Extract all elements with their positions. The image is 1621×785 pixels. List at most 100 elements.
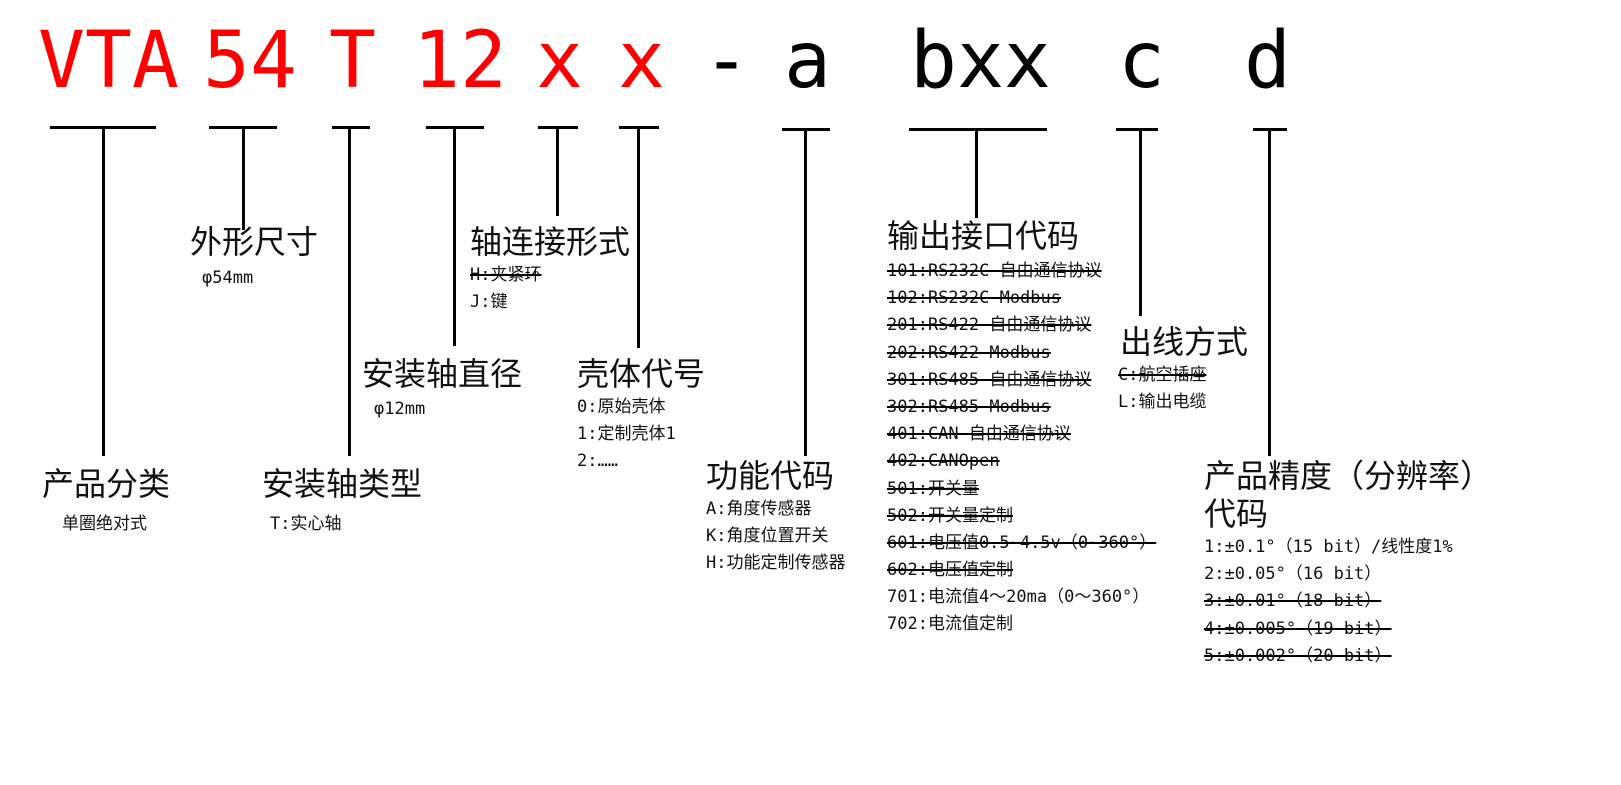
option-item: 602:电压值定制 xyxy=(887,557,1156,584)
wiring-title: 出线方式 xyxy=(1120,323,1249,361)
option-item: K:角度位置开关 xyxy=(706,523,845,550)
option-item: 402:CANOpen xyxy=(887,448,1156,475)
option-text: 601:电压值0.5~4.5v（0~360°） xyxy=(887,532,1157,553)
leader-shaft-diameter xyxy=(453,126,456,346)
classification-detail: 单圈绝对式 xyxy=(62,514,147,534)
option-text: 502:开关量定制 xyxy=(887,505,1013,526)
function-title: 功能代码 xyxy=(706,457,835,495)
classification-title: 产品分类 xyxy=(42,465,171,503)
option-item: 101:RS232C 自由通信协议 xyxy=(887,258,1156,285)
leader-housing xyxy=(637,126,640,348)
option-item: 102:RS232C Modbus xyxy=(887,285,1156,312)
leader-wiring xyxy=(1139,128,1142,316)
option-item: 201:RS422 自由通信协议 xyxy=(887,312,1156,339)
option-item: 401:CAN 自由通信协议 xyxy=(887,421,1156,448)
option-item: 3:±0.01°（18 bit） xyxy=(1204,588,1453,615)
option-text: J:键 xyxy=(470,292,508,313)
code-shaft-12: 12 xyxy=(413,16,507,106)
bracket-shaft-type xyxy=(332,126,370,129)
option-item: 4:±0.005°（19 bit） xyxy=(1204,616,1453,643)
option-item: 2:±0.05°（16 bit） xyxy=(1204,561,1453,588)
option-text: 302:RS485 Modbus xyxy=(887,396,1051,417)
housing-title: 壳体代号 xyxy=(577,355,706,393)
leader-classification xyxy=(102,126,105,456)
bracket-wiring xyxy=(1116,128,1158,131)
option-text: K:角度位置开关 xyxy=(706,526,829,547)
option-item: 501:开关量 xyxy=(887,476,1156,503)
code-housing-x: x xyxy=(618,16,665,106)
code-dash: - xyxy=(703,16,750,106)
option-item: 702:电流值定制 xyxy=(887,611,1156,638)
output-interface-options: 101:RS232C 自由通信协议 102:RS232C Modbus 201:RS… xyxy=(887,258,1156,639)
option-text: H:夹紧环 xyxy=(470,265,542,285)
option-text: 202:RS422 Modbus xyxy=(887,342,1051,363)
shape-size-title: 外形尺寸 xyxy=(190,223,319,261)
code-size-54: 54 xyxy=(203,16,297,106)
option-item: 302:RS485 Modbus xyxy=(887,394,1156,421)
option-item: J:键 xyxy=(470,289,541,316)
precision-title: 产品精度（分辨率） xyxy=(1204,457,1493,495)
option-item: 202:RS422 Modbus xyxy=(887,340,1156,367)
code-function-a: a xyxy=(784,16,831,106)
precision-title-line2: 代码 xyxy=(1204,495,1269,533)
option-text: 1:定制壳体1 xyxy=(577,424,676,445)
shape-size-detail: φ54mm xyxy=(202,268,254,288)
option-text: 201:RS422 自由通信协议 xyxy=(887,315,1092,336)
option-item: 601:电压值0.5~4.5v（0~360°） xyxy=(887,530,1156,557)
wiring-options: C:航空插座 L:输出电缆 xyxy=(1118,362,1206,416)
leader-output-interface xyxy=(975,128,978,218)
option-text: 0:原始壳体 xyxy=(577,397,666,417)
code-precision-d: d xyxy=(1244,16,1291,106)
shaft-diameter-detail: φ12mm xyxy=(374,399,426,419)
option-item: 502:开关量定制 xyxy=(887,503,1156,530)
option-text: 2:±0.05°（16 bit） xyxy=(1204,564,1382,585)
option-item: 701:电流值4～20ma（0～360°） xyxy=(887,584,1156,611)
option-text: 402:CANOpen xyxy=(887,451,1000,472)
option-text: 301:RS485 自由通信协议 xyxy=(887,369,1092,390)
option-text: 602:电压值定制 xyxy=(887,560,1013,581)
code-connection-x: x xyxy=(536,16,583,106)
option-text: 2:…… xyxy=(577,451,618,472)
option-text: A:角度传感器 xyxy=(706,499,812,519)
shaft-type-title: 安装轴类型 xyxy=(262,465,423,503)
option-item: L:输出电缆 xyxy=(1118,389,1206,416)
leader-function xyxy=(804,128,807,456)
option-item: 2:…… xyxy=(577,448,676,475)
shaft-diameter-title: 安装轴直径 xyxy=(362,355,523,393)
option-text: 401:CAN 自由通信协议 xyxy=(887,424,1071,445)
precision-options: 1:±0.1°（15 bit）/线性度1% 2:±0.05°（16 bit） 3:±… xyxy=(1204,534,1453,670)
option-text: 4:±0.005°（19 bit） xyxy=(1204,618,1392,639)
shaft-type-detail: T:实心轴 xyxy=(270,514,342,534)
option-text: 1:±0.1°（15 bit）/线性度1% xyxy=(1204,537,1453,557)
output-interface-title: 输出接口代码 xyxy=(887,217,1080,255)
code-output-bxx: bxx xyxy=(910,16,1051,106)
option-item: 1:±0.1°（15 bit）/线性度1% xyxy=(1204,534,1453,561)
option-item: 1:定制壳体1 xyxy=(577,421,676,448)
option-item: 301:RS485 自由通信协议 xyxy=(887,367,1156,394)
option-text: 102:RS232C Modbus xyxy=(887,288,1061,309)
option-text: H:功能定制传感器 xyxy=(706,553,846,574)
leader-precision xyxy=(1268,128,1271,456)
option-text: 701:电流值4～20ma（0～360°） xyxy=(887,587,1150,608)
bracket-output-interface xyxy=(909,128,1047,131)
option-item: A:角度传感器 xyxy=(706,496,845,523)
option-text: 3:±0.01°（18 bit） xyxy=(1204,591,1382,612)
option-item: 5:±0.002°（20 bit） xyxy=(1204,643,1453,670)
code-type-t: T xyxy=(329,16,376,106)
option-text: L:输出电缆 xyxy=(1118,392,1207,413)
option-text: C:航空插座 xyxy=(1118,365,1207,385)
option-text: 702:电流值定制 xyxy=(887,614,1013,635)
shaft-connection-options: H:夹紧环 J:键 xyxy=(470,262,541,316)
option-item: 0:原始壳体 xyxy=(577,394,676,421)
shaft-connection-title: 轴连接形式 xyxy=(470,223,631,261)
option-item: C:航空插座 xyxy=(1118,362,1206,389)
option-text: 5:±0.002°（20 bit） xyxy=(1204,645,1392,666)
option-text: 101:RS232C 自由通信协议 xyxy=(887,261,1102,281)
leader-shaft-connection xyxy=(556,126,559,216)
option-text: 501:开关量 xyxy=(887,478,979,499)
code-prefix-vta: VTA xyxy=(38,16,179,106)
function-options: A:角度传感器 K:角度位置开关 H:功能定制传感器 xyxy=(706,496,845,578)
leader-shaft-type xyxy=(348,126,351,456)
option-item: H:功能定制传感器 xyxy=(706,550,845,577)
option-item: H:夹紧环 xyxy=(470,262,541,289)
